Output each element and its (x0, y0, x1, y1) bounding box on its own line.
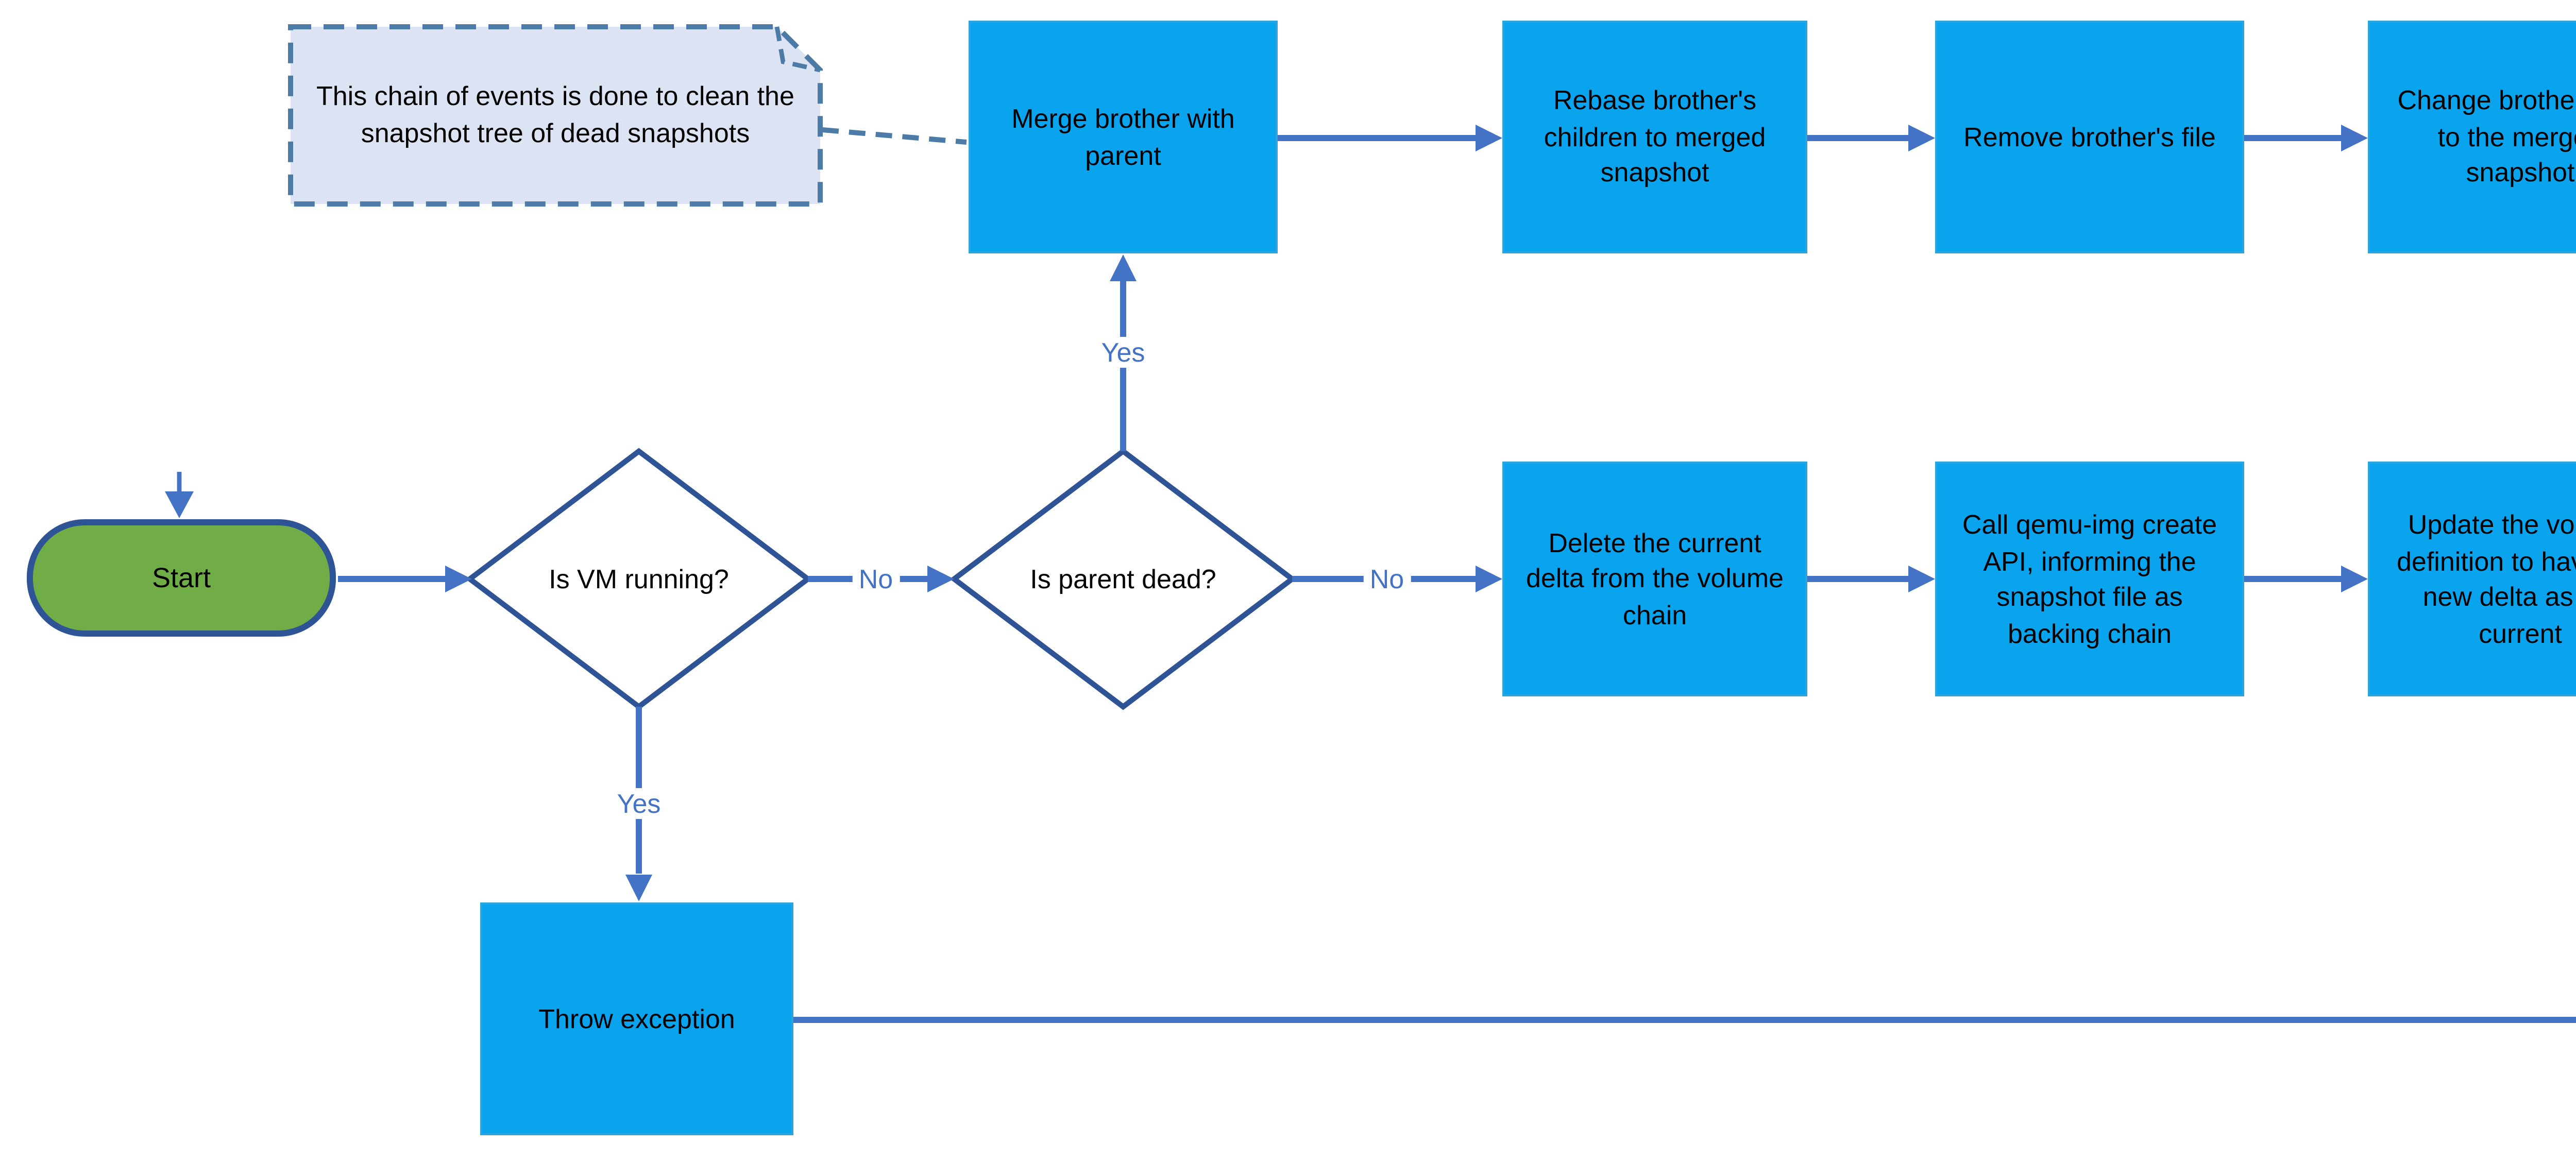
annotation-note: This chain of events is done to clean th… (291, 27, 820, 204)
edge-entry-to-start (165, 472, 194, 518)
edge-label-vm-no: No (852, 564, 900, 594)
process-label: Call qemu-img create API, informing the … (1962, 509, 2217, 648)
process-throw-exception: Throw exception (480, 902, 793, 1135)
process-label: Throw exception (538, 1003, 735, 1034)
process-label: Update the volume definition to have the… (2397, 509, 2576, 648)
edge-rebase-to-remove (1807, 125, 1935, 151)
process-remove-brothers-file: Remove brother's file (1935, 21, 2244, 253)
annotation-note-connector (822, 127, 967, 145)
process-label: Change brother path to the merged snapsh… (2397, 85, 2576, 188)
process-label: Rebase brother's children to merged snap… (1544, 85, 1766, 188)
edge-start-to-vm-decision (338, 566, 472, 592)
start-node: Start (27, 519, 336, 637)
start-label: Start (151, 562, 211, 593)
annotation-note-text: This chain of events is done to clean th… (316, 80, 794, 148)
edge-label-parent-no: No (1363, 564, 1411, 594)
process-label: Remove brother's file (1963, 121, 2216, 152)
process-update-volume-definition: Update the volume definition to have the… (2368, 462, 2576, 696)
process-label: Merge brother with parent (1011, 103, 1235, 170)
edge-label-vm-yes: Yes (611, 788, 667, 819)
process-merge-brother-with-parent: Merge brother with parent (969, 21, 1278, 253)
process-delete-current-delta: Delete the current delta from the volume… (1502, 462, 1807, 696)
process-call-qemu-img-create: Call qemu-img create API, informing the … (1935, 462, 2244, 696)
edge-label-parent-yes: Yes (1095, 337, 1151, 368)
decision-is-vm-running-label: Is VM running? (549, 564, 729, 594)
process-rebase-brothers-children: Rebase brother's children to merged snap… (1502, 21, 1807, 253)
edge-qemu-to-update (2244, 566, 2368, 592)
edge-remove-to-change (2244, 125, 2368, 151)
process-label: Delete the current delta from the volume… (1526, 527, 1784, 630)
edge-delete-to-qemu (1807, 566, 1935, 592)
process-change-brother-path: Change brother path to the merged snapsh… (2368, 21, 2576, 253)
decision-is-parent-dead-label: Is parent dead? (1030, 564, 1216, 594)
edge-merge-to-rebase (1278, 125, 1502, 151)
